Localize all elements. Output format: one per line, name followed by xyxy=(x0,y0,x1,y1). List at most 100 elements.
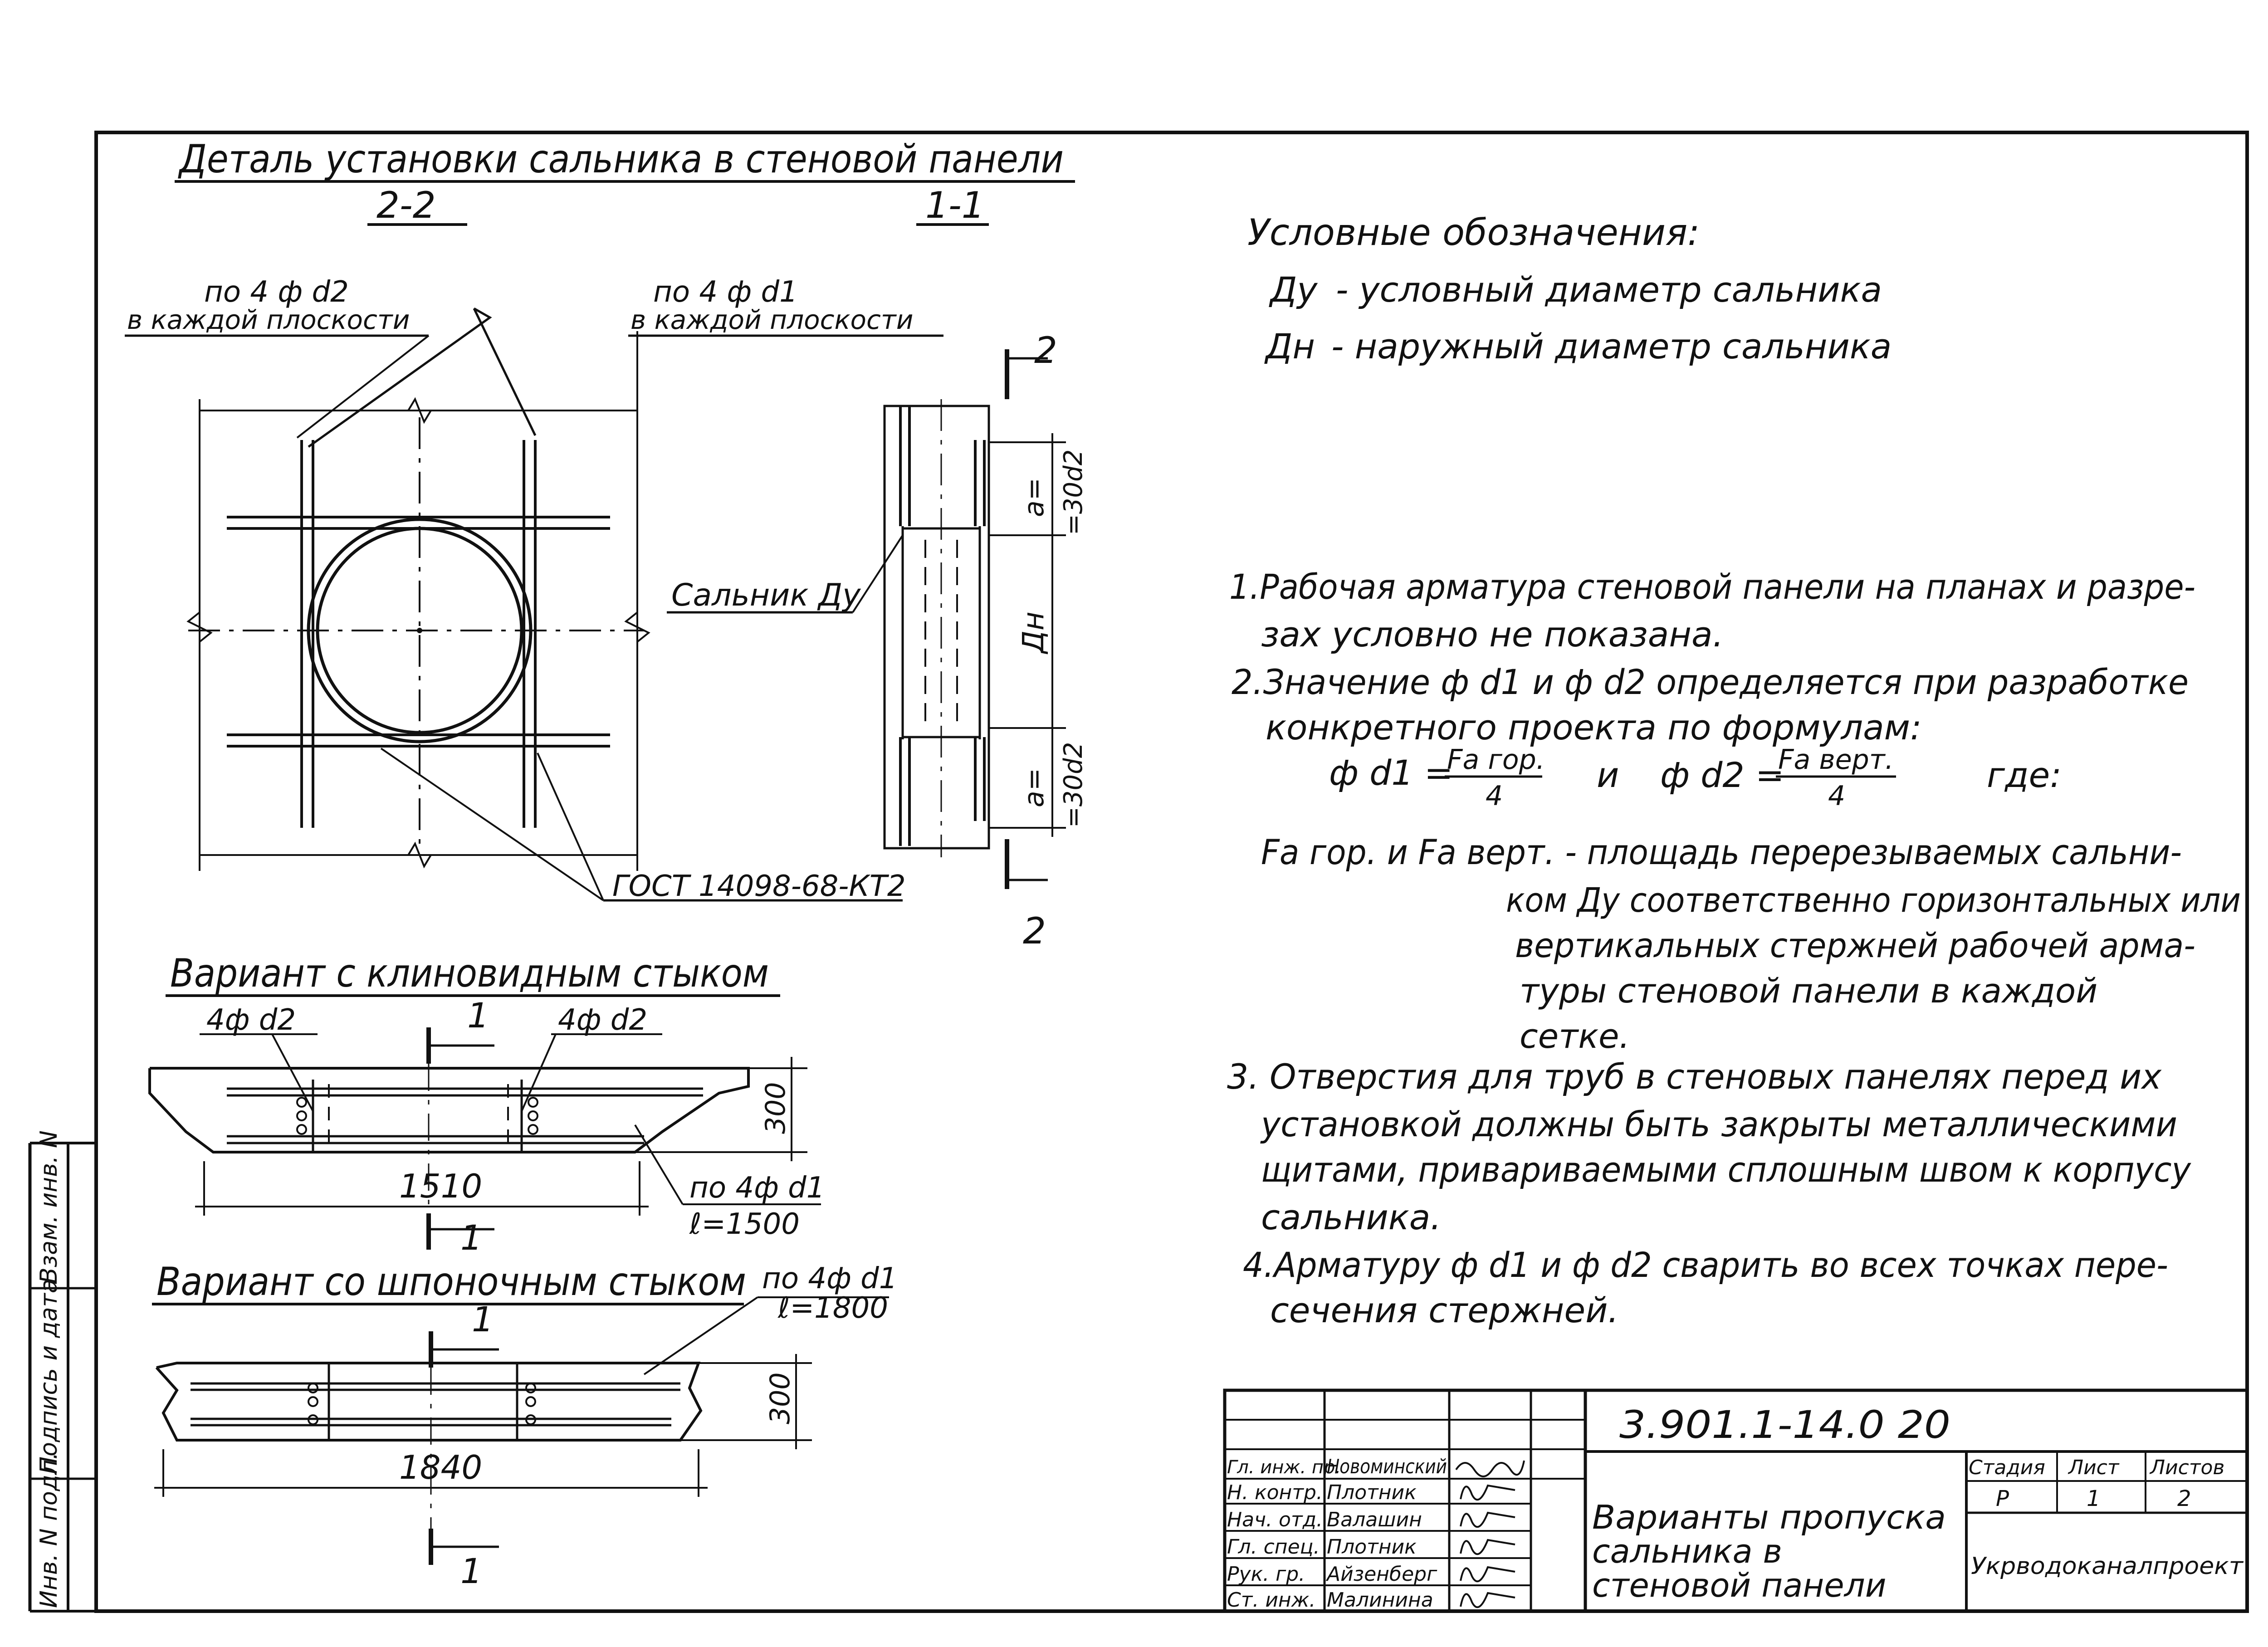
formula-where: где: xyxy=(1987,755,2062,795)
note-4a: 4.Арматуру ф d1 и ф d2 сварить во всех т… xyxy=(1243,1245,2168,1285)
note-3a: 3. Отверстия для труб в стеновых панелях… xyxy=(1227,1056,2162,1097)
note-3b: установкой должны быть закрыты металличе… xyxy=(1260,1104,2177,1144)
formula-1-left: ф d1 = xyxy=(1329,753,1453,793)
role-6: Ст. инж. xyxy=(1227,1588,1315,1612)
note-2a: 2.Значение ф d1 и ф d2 определяется при … xyxy=(1232,662,2189,702)
def-d: туры стеновой панели в каждой xyxy=(1520,972,2097,1011)
title-block: Гл. инж. пр. Новоминский Н. контр. Плотн… xyxy=(1223,1388,2249,1613)
note-3d: сальника. xyxy=(1261,1197,1441,1237)
stamp-vzam: Взам. инв. N xyxy=(35,1130,63,1284)
def-a: Fa гор. и Fa верт. - площадь перерезывае… xyxy=(1261,832,2182,872)
key-mark-bottom: 1 xyxy=(460,1551,482,1591)
wedge-rebar-len: ℓ=1500 xyxy=(689,1207,800,1241)
signature-2 xyxy=(1460,1484,1515,1501)
side-stamp: Взам. инв. N Подпись и дата Инв. N подл. xyxy=(28,1130,96,1613)
name-5: Айзенберг xyxy=(1325,1563,1437,1586)
gost-label: ГОСТ 14098-68-КТ2 xyxy=(612,870,906,903)
signature-5 xyxy=(1460,1566,1515,1583)
stage-header: Стадия xyxy=(1969,1456,2045,1479)
label-d2: по 4 ф d2 xyxy=(204,275,349,309)
note-2b: конкретного проекта по формулам: xyxy=(1266,707,1922,748)
plan-detail: по 4 ф d2 в каждой плоскости по 4 ф d1 в… xyxy=(125,275,943,903)
section-mark-bottom: 2 xyxy=(1023,910,1046,952)
variant-key-title: Вариант со шпоночным стыком xyxy=(156,1259,746,1305)
wedge-label-left: 4ф d2 xyxy=(206,1003,296,1037)
name-3: Валашин xyxy=(1327,1508,1422,1531)
doc-title-2: сальника в xyxy=(1592,1532,1782,1570)
gland-label: Сальник Ду xyxy=(671,577,861,613)
formula-1-num: Fa гор. xyxy=(1447,744,1545,776)
detail-title: Деталь установки сальника в стеновой пан… xyxy=(177,137,1064,182)
sheet-frame xyxy=(94,131,2249,1613)
signature-4 xyxy=(1460,1539,1515,1555)
sheet-value: 1 xyxy=(2087,1486,2101,1511)
label-d1-sub: в каждой плоскости xyxy=(631,304,913,335)
role-2: Н. контр. xyxy=(1227,1481,1323,1504)
sheets-value: 2 xyxy=(2177,1486,2191,1511)
formula-2-den: 4 xyxy=(1828,780,1845,812)
dim-a-bottom-2: =30d2 xyxy=(1059,742,1088,828)
formula-2-left: ф d2 = xyxy=(1660,755,1784,795)
wedge-rebar: по 4ф d1 xyxy=(689,1171,825,1205)
sheets-header: Листов xyxy=(2149,1456,2224,1479)
org-name: Укрводоканалпроект xyxy=(1971,1553,2244,1580)
formula-and: и xyxy=(1597,755,1619,795)
formula-2-num: Fa верт. xyxy=(1778,744,1894,776)
key-dim-height: 300 xyxy=(764,1372,796,1424)
name-2: Плотник xyxy=(1327,1481,1417,1504)
stage-value: Р xyxy=(1996,1486,2009,1511)
signature-1 xyxy=(1455,1460,1525,1477)
section-view: 2 2 a= xyxy=(667,329,1088,952)
role-4: Гл. спец. xyxy=(1227,1535,1320,1559)
sheet-header: Лист xyxy=(2068,1456,2120,1479)
dim-a-top-2: =30d2 xyxy=(1059,450,1088,535)
legend-text-1: - условный диаметр сальника xyxy=(1336,269,1882,310)
role-1: Гл. инж. пр. xyxy=(1227,1457,1341,1478)
role-5: Рук. гр. xyxy=(1227,1563,1305,1586)
key-rebar: по 4ф d1 xyxy=(762,1262,897,1295)
notes: 1.Рабочая арматура стеновой панели на пл… xyxy=(1227,567,2241,1330)
legend-symbol-1: Ду xyxy=(1269,269,1318,310)
doc-title-1: Варианты пропуска xyxy=(1592,1498,1946,1536)
wedge-label-right: 4ф d2 xyxy=(558,1003,647,1037)
name-4: Плотник xyxy=(1327,1535,1417,1559)
legend: Условные обозначения: Ду - условный диам… xyxy=(1247,211,1892,367)
label-d1: по 4 ф d1 xyxy=(653,275,798,309)
signature-3 xyxy=(1460,1511,1515,1528)
key-mark-top: 1 xyxy=(472,1299,494,1339)
note-3c: щитами, привариваемыми сплошным швом к к… xyxy=(1261,1149,2191,1190)
wedge-dim-length: 1510 xyxy=(399,1167,482,1205)
stamp-inv: Инв. N подл. xyxy=(35,1452,63,1608)
doc-title-3: стеновой панели xyxy=(1592,1566,1887,1604)
wedge-mark-top: 1 xyxy=(467,995,489,1036)
note-4b: сечения стержней. xyxy=(1270,1290,1619,1330)
label-d2-sub: в каждой плоскости xyxy=(127,304,410,335)
def-c: вертикальных стержней рабочей арма- xyxy=(1515,926,2195,965)
legend-symbol-2: Дн xyxy=(1264,326,1315,367)
section-label-2-2: 2-2 xyxy=(376,184,436,226)
stamp-sign: Подпись и дата xyxy=(35,1279,63,1474)
role-3: Нач. отд. xyxy=(1227,1508,1323,1531)
def-b: ком Ду соответственно горизонтальных или xyxy=(1506,881,2241,920)
section-label-1-1: 1-1 xyxy=(925,184,985,226)
name-1: Новоминский xyxy=(1327,1455,1447,1478)
name-6: Малинина xyxy=(1327,1588,1433,1612)
wedge-mark-bottom: 1 xyxy=(460,1217,482,1258)
note-1b: зах условно не показана. xyxy=(1261,614,1724,655)
formula-1-den: 4 xyxy=(1486,780,1503,812)
doc-code: 3.901.1-14.0 20 xyxy=(1619,1403,1950,1447)
legend-text-2: - наружный диаметр сальника xyxy=(1331,326,1892,367)
note-1a: 1.Рабочая арматура стеновой панели на пл… xyxy=(1229,567,2195,607)
signature-6 xyxy=(1460,1592,1515,1608)
variant-key: Вариант со шпоночным стыком по 4ф d1 ℓ=1… xyxy=(152,1259,897,1591)
dim-a-top: a= xyxy=(1018,478,1050,517)
dim-a-bottom: a= xyxy=(1018,768,1050,807)
wedge-dim-height: 300 xyxy=(760,1082,792,1134)
key-dim-length: 1840 xyxy=(399,1448,482,1486)
variant-wedge-title: Вариант с клиновидным стыком xyxy=(170,951,769,996)
legend-title: Условные обозначения: xyxy=(1247,211,1700,254)
def-e: сетке. xyxy=(1520,1017,1630,1056)
dim-dn: Дн xyxy=(1017,611,1051,655)
variant-wedge: Вариант с клиновидным стыком 4ф d2 4ф d2… xyxy=(148,951,825,1258)
